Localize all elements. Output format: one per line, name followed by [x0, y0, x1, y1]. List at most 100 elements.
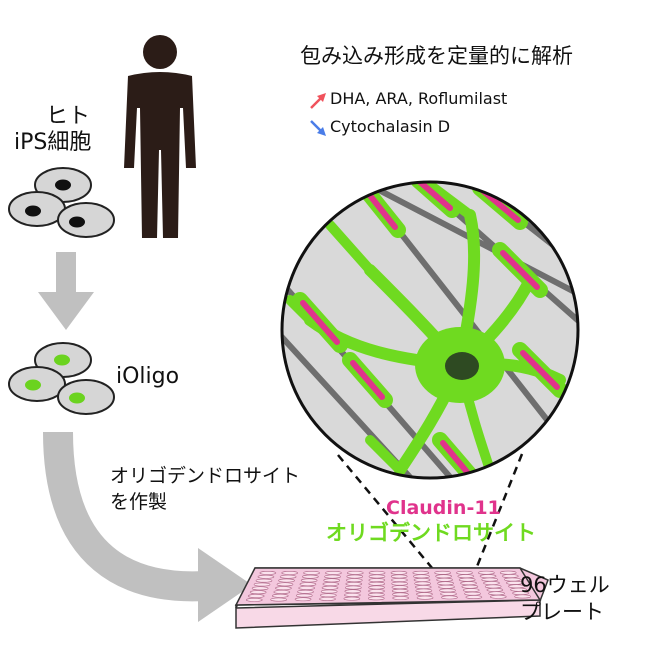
- plate-well: [413, 578, 431, 582]
- plate-well: [345, 578, 363, 583]
- plate-well: [414, 585, 432, 589]
- plate-well: [438, 584, 455, 589]
- plate-well: [249, 590, 267, 595]
- plate-well: [391, 578, 408, 582]
- ioligo-cell-cluster: [8, 342, 115, 415]
- plate-well: [247, 594, 265, 598]
- plate-well: [392, 596, 409, 600]
- plate-well: [489, 594, 507, 599]
- plate-wells: [245, 570, 531, 602]
- plate-well: [253, 582, 271, 587]
- plate-well: [416, 592, 433, 597]
- plate-well: [279, 574, 297, 579]
- plate-well: [514, 594, 531, 599]
- plate-well: [457, 574, 475, 579]
- plate-well: [346, 574, 364, 579]
- plate-well: [275, 586, 292, 591]
- assay-title: 包み込み形成を定量的に解析: [300, 44, 573, 68]
- plate-well: [391, 581, 408, 586]
- plate-well: [390, 570, 408, 575]
- plate-well: [368, 589, 385, 593]
- plate-well: [486, 588, 504, 592]
- plate-well: [322, 582, 340, 586]
- plate-well: [320, 589, 338, 594]
- plate-well: [368, 592, 385, 597]
- legend-up-arrow: [310, 93, 326, 109]
- plate-well: [412, 570, 430, 575]
- plate-well: [439, 588, 456, 593]
- plate-well: [479, 574, 497, 579]
- plate-well: [416, 595, 434, 600]
- claudin-label: Claudin-11: [386, 497, 501, 519]
- plate-well: [499, 570, 517, 575]
- plate-well: [302, 574, 319, 579]
- plate-well: [251, 586, 269, 591]
- oligodendrocyte-label: オリゴデンドロサイト: [326, 521, 536, 545]
- plate-well: [435, 574, 452, 579]
- curved-arrow: [43, 431, 252, 622]
- plate-well: [271, 593, 289, 598]
- plate-well: [437, 581, 454, 586]
- plate-well: [298, 586, 316, 590]
- plate-well: [414, 581, 431, 586]
- plate-well: [257, 574, 275, 579]
- plate-label-line1: 96ウェル: [520, 573, 610, 597]
- plate-well: [464, 591, 481, 596]
- plate-well: [320, 593, 337, 598]
- plate-well: [504, 577, 521, 582]
- plate-well: [501, 574, 519, 578]
- oligodendrocyte-nucleus: [445, 352, 479, 380]
- plate-well: [255, 578, 273, 583]
- plate-well: [368, 581, 386, 586]
- ioligo-label: iOligo: [116, 364, 180, 389]
- plate-well: [460, 581, 477, 586]
- plate-well: [465, 595, 483, 599]
- plate-well: [323, 578, 341, 583]
- down-arrow: [38, 252, 94, 330]
- plate-well: [245, 598, 263, 602]
- plate-well: [462, 588, 480, 593]
- plate-well: [458, 577, 476, 582]
- plate-well: [367, 596, 385, 601]
- plate-well: [484, 584, 502, 589]
- plate-well: [319, 597, 336, 601]
- plate-well: [345, 585, 362, 590]
- plate-label-line2: プレート: [520, 600, 604, 624]
- plate-well: [368, 578, 386, 583]
- make-oligodendrocyte-label-line2: を作製: [110, 491, 168, 513]
- plate-well: [325, 570, 342, 575]
- plate-well: [344, 593, 361, 597]
- plate-well: [483, 581, 500, 585]
- plate-well: [303, 570, 320, 575]
- plate-well: [413, 574, 430, 579]
- plate-well: [344, 589, 362, 594]
- legend-up-label: DHA, ARA, Roflumilast: [330, 89, 508, 108]
- plate-well: [294, 597, 312, 602]
- plate-well: [278, 578, 295, 583]
- plate-well: [321, 585, 339, 590]
- plate-well: [276, 582, 294, 587]
- plate-well: [281, 571, 299, 575]
- plate-well: [346, 570, 364, 575]
- plate-well: [345, 582, 363, 586]
- plate-well: [270, 597, 287, 602]
- plate-well: [434, 570, 451, 575]
- well-plate: [234, 567, 549, 629]
- human-label: ヒト: [45, 104, 90, 129]
- plate-well: [324, 574, 341, 579]
- plate-well: [299, 582, 317, 587]
- magnified-view: [280, 180, 580, 480]
- legend-down-label: Cytochalasin D: [330, 117, 451, 136]
- plate-well: [273, 590, 291, 594]
- plate-well: [259, 571, 277, 575]
- plate-well: [481, 577, 499, 582]
- plate-well: [368, 574, 386, 579]
- plate-well: [415, 588, 433, 593]
- plate-well: [461, 584, 479, 589]
- plate-well: [391, 588, 409, 593]
- plate-well: [436, 577, 453, 582]
- plate-well: [392, 592, 409, 597]
- plate-well: [295, 593, 313, 598]
